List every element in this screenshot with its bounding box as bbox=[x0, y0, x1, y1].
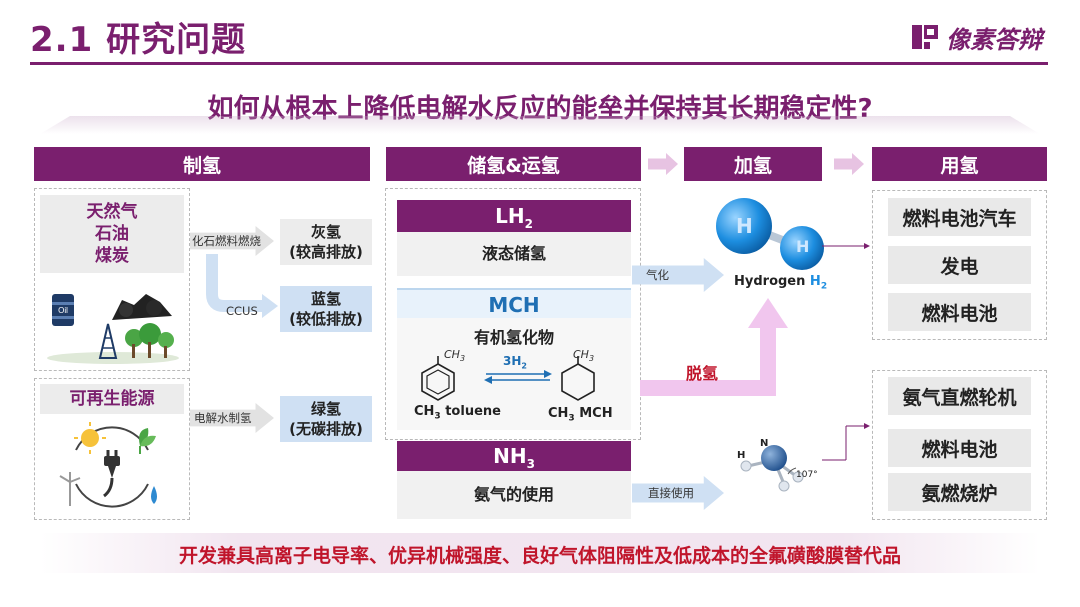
hydrogen-label: Hydrogen H2 bbox=[734, 274, 827, 292]
toluene-label-post: toluene bbox=[440, 404, 501, 419]
green-hydrogen-box: 绿氢 (无碳排放) bbox=[280, 396, 372, 442]
bottom-conclusion: 开发兼具高离子电导率、优异机械强度、良好气体阻隔性及低成本的全氟磺酸膜替代品 bbox=[178, 545, 901, 567]
dehydrogenation-arrow-icon bbox=[640, 298, 788, 396]
header-divider bbox=[30, 62, 1048, 65]
chevron-arrow-icon bbox=[834, 153, 864, 175]
mch-label-pre: CH bbox=[548, 406, 569, 421]
lh2-title-text: LH bbox=[495, 204, 525, 228]
fossil-fuel-illustration-icon: Oil bbox=[47, 294, 179, 364]
hydrogen-molecule-icon bbox=[716, 198, 824, 270]
hydrogen-formula: H bbox=[809, 274, 821, 289]
usage-power-generation: 发电 bbox=[888, 246, 1031, 284]
logo-text: 像素答辩 bbox=[946, 25, 1042, 54]
reaction-hydrogen-label: 3H2 bbox=[503, 354, 527, 370]
nh3-description: 氨气的使用 bbox=[397, 471, 631, 519]
section-header-production: 制氢 bbox=[34, 147, 370, 181]
grey-hydrogen-box: 灰氢 (较高排放) bbox=[280, 219, 372, 265]
mch-label-subscript: 3 bbox=[568, 413, 575, 424]
usage-fuel-cell: 燃料电池 bbox=[888, 293, 1031, 331]
source-coal: 煤炭 bbox=[95, 246, 129, 266]
lh2-title-subscript: 2 bbox=[524, 217, 533, 231]
reaction-label-subscript: 2 bbox=[521, 361, 527, 371]
toluene-label-subscript: 3 bbox=[434, 411, 441, 422]
fossil-source-labels: 天然气 石油 煤炭 bbox=[40, 195, 184, 273]
usage-connectors bbox=[822, 243, 870, 461]
question-underline-shadow bbox=[40, 116, 1040, 134]
ccus-label: CCUS bbox=[226, 304, 258, 318]
chevron-arrow-icon bbox=[648, 153, 678, 175]
hydrogen-word: Hydrogen bbox=[734, 274, 806, 289]
svg-text:Oil: Oil bbox=[58, 306, 68, 315]
mch-label-post: MCH bbox=[574, 406, 613, 421]
direct-use-label: 直接使用 bbox=[648, 486, 694, 500]
bottom-note-background bbox=[40, 533, 1040, 573]
reaction-label-text: 3H bbox=[503, 354, 522, 368]
research-question: 如何从根本上降低电解水反应的能垒并保持其长期稳定性? bbox=[207, 94, 873, 124]
blue-hydrogen-box: 蓝氢 (较低排放) bbox=[280, 286, 372, 332]
mch-title: MCH bbox=[397, 288, 631, 318]
toluene-label-pre: CH bbox=[414, 404, 435, 419]
blue-hydrogen-note: (较低排放) bbox=[289, 310, 363, 328]
nh3-title-text: NH bbox=[493, 444, 527, 468]
ammonia-molecule-icon bbox=[740, 445, 804, 492]
hydrogen-formula-subscript: 2 bbox=[820, 281, 828, 292]
source-natural-gas: 天然气 bbox=[86, 202, 138, 222]
renewable-energy-illustration-icon bbox=[59, 422, 157, 508]
fossil-combustion-label: 化石燃料燃烧 bbox=[192, 234, 261, 248]
logo-icon bbox=[912, 25, 938, 49]
nh3-title: NH3 bbox=[397, 441, 631, 471]
ch3-subscript: 3 bbox=[588, 354, 595, 364]
section-header-storage: 储氢&运氢 bbox=[386, 147, 641, 181]
grey-hydrogen-title: 灰氢 bbox=[310, 223, 341, 241]
usage-fuel-cell-vehicle: 燃料电池汽车 bbox=[888, 198, 1031, 236]
usage-ammonia-fuel-cell: 燃料电池 bbox=[888, 429, 1031, 467]
grey-hydrogen-note: (较高排放) bbox=[289, 243, 363, 261]
h-atom-label-2: H bbox=[796, 237, 810, 256]
mch-ch3-group: CH3 bbox=[573, 348, 594, 363]
usage-ammonia-turbine: 氨气直燃轮机 bbox=[888, 377, 1031, 415]
electrolysis-label: 电解水制氢 bbox=[194, 411, 252, 425]
section-header-usage: 用氢 bbox=[872, 147, 1047, 181]
ammonia-angle-label: 107° bbox=[796, 470, 818, 480]
renewable-source-label: 可再生能源 bbox=[40, 384, 184, 414]
ch3-text: CH bbox=[573, 348, 589, 361]
blue-hydrogen-title: 蓝氢 bbox=[310, 290, 341, 308]
lh2-description: 液态储氢 bbox=[397, 232, 631, 276]
toluene-ch3-group: CH3 bbox=[444, 348, 465, 363]
toluene-label: CH3 toluene bbox=[414, 404, 501, 422]
brand-logo: 像素答辩 bbox=[910, 20, 1042, 54]
ch3-subscript: 3 bbox=[459, 354, 466, 364]
section-header-hydrogenation: 加氢 bbox=[684, 147, 822, 181]
ccus-curved-arrow-icon bbox=[206, 254, 278, 318]
page-title: 2.1 研究问题 bbox=[30, 20, 247, 60]
ammonia-n-label: N bbox=[760, 438, 769, 449]
green-hydrogen-title: 绿氢 bbox=[310, 400, 341, 418]
nh3-title-subscript: 3 bbox=[526, 457, 535, 471]
usage-ammonia-furnace: 氨燃烧炉 bbox=[888, 473, 1031, 511]
mch-molecule-label: CH3 MCH bbox=[548, 406, 613, 424]
dehydrogenation-label: 脱氢 bbox=[686, 364, 719, 383]
ch3-text: CH bbox=[444, 348, 460, 361]
gasify-label: 气化 bbox=[646, 268, 669, 282]
green-hydrogen-note: (无碳排放) bbox=[289, 420, 363, 438]
source-oil: 石油 bbox=[95, 224, 129, 244]
ammonia-h-label: H bbox=[737, 450, 746, 461]
toluene-mch-reaction-icon bbox=[421, 356, 595, 401]
mch-description: 有机氢化物 bbox=[473, 328, 554, 347]
h-atom-label-1: H bbox=[736, 214, 753, 238]
lh2-title: LH2 bbox=[397, 200, 631, 232]
